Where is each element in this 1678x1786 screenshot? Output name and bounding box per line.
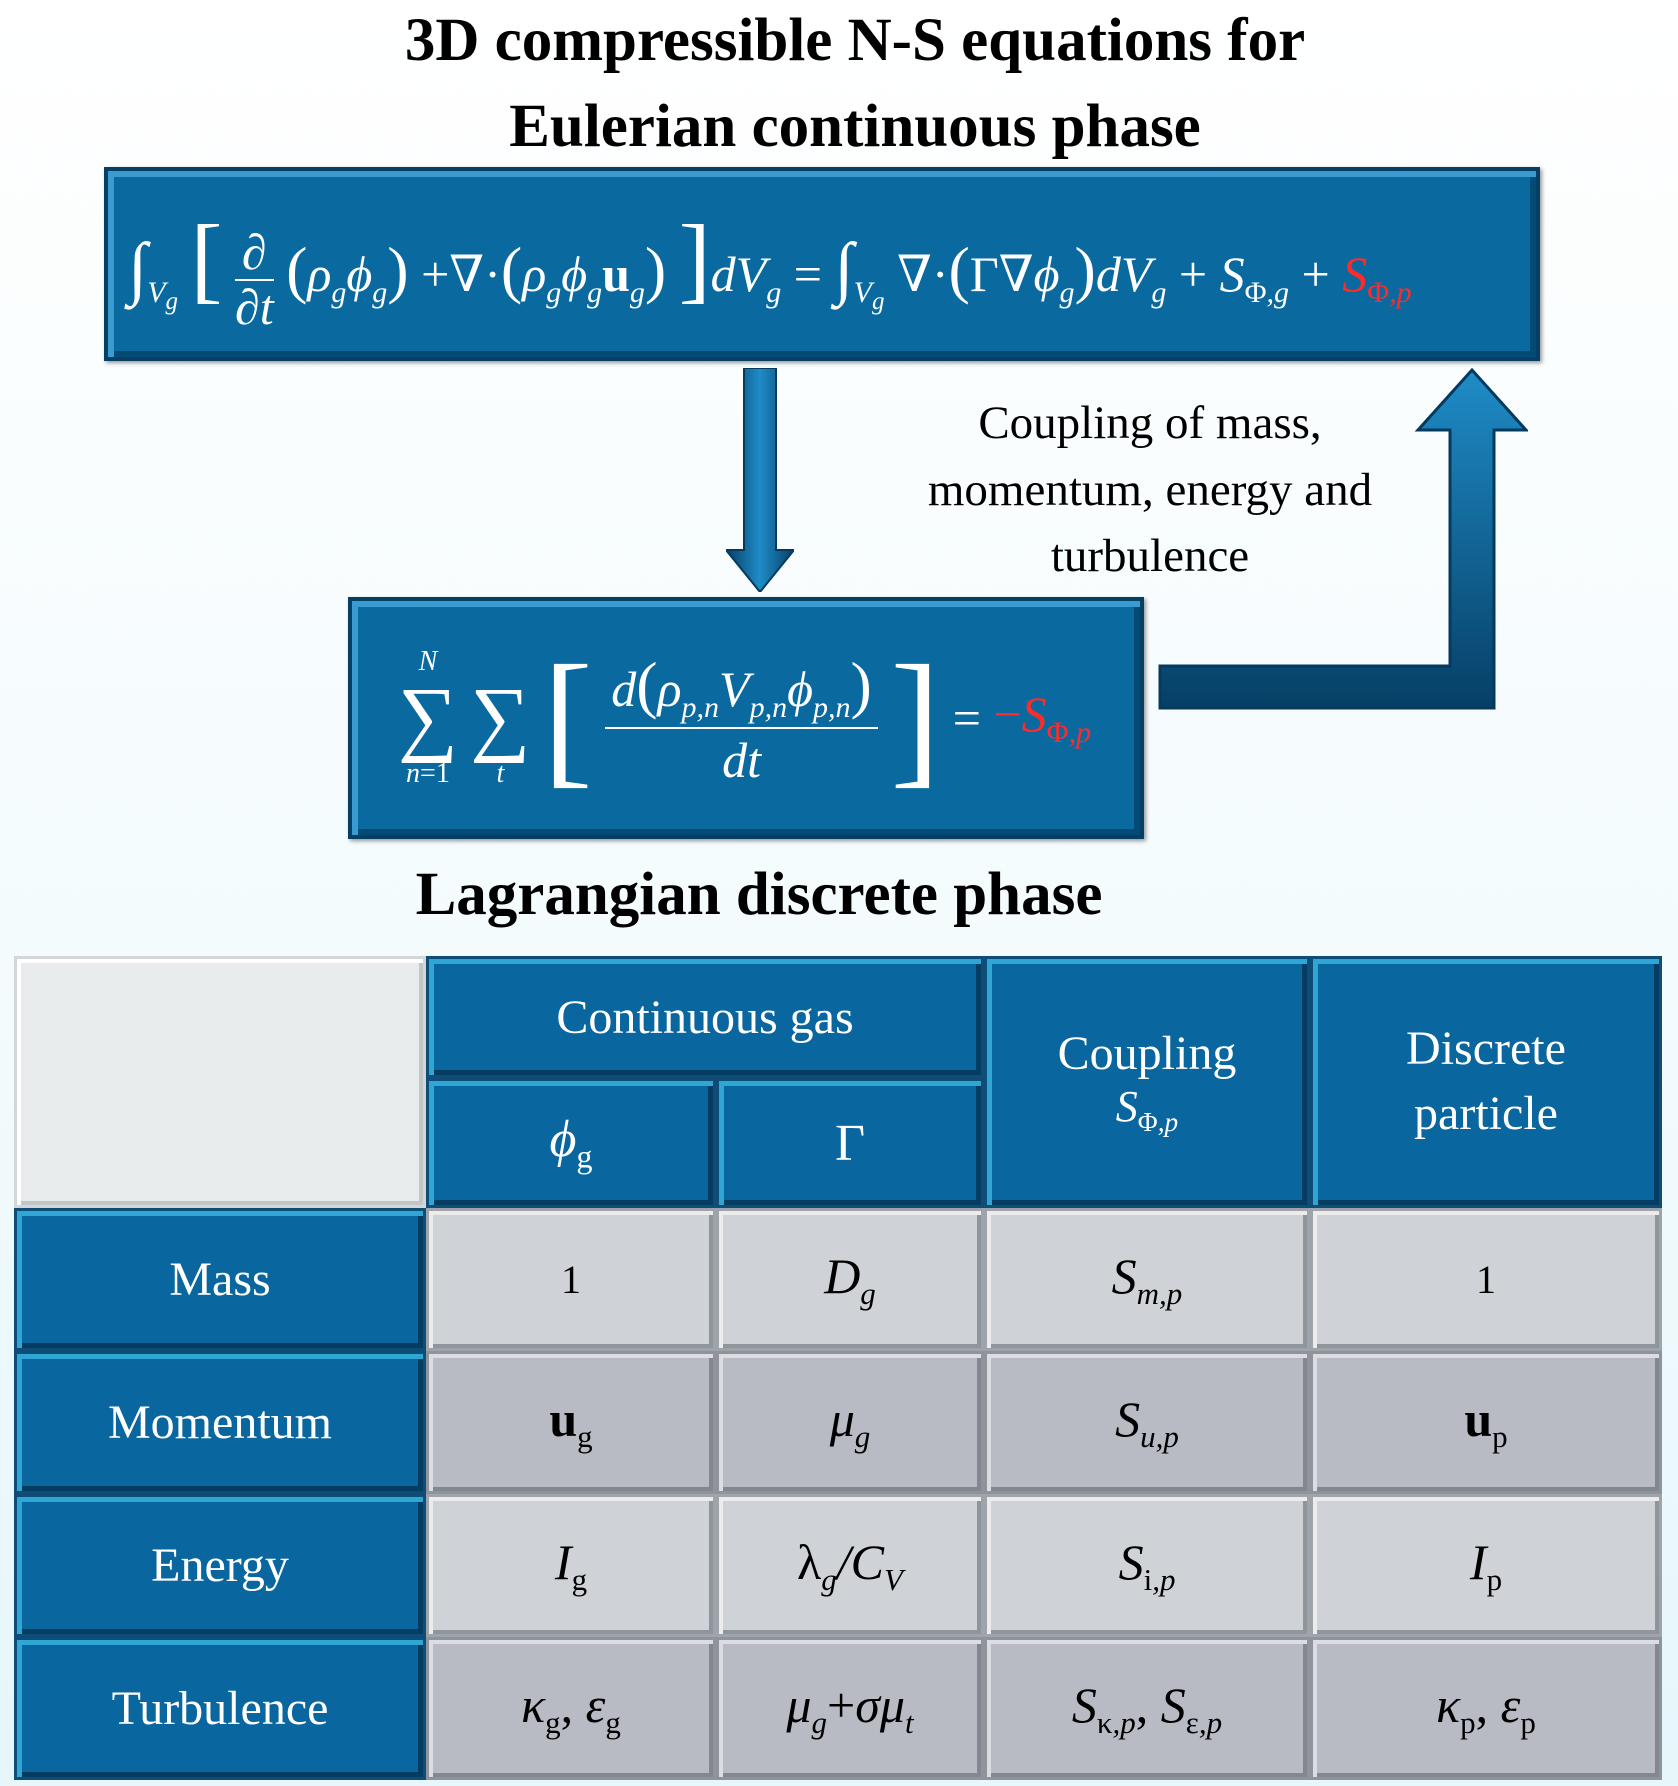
cell-mass-coupling: Sm,p <box>984 1208 1310 1351</box>
main-title-line2: Eulerian continuous phase <box>509 93 1201 160</box>
header-coupling-label: Coupling <box>1057 1027 1237 1081</box>
cell-mass-discrete: 1 <box>1310 1208 1662 1351</box>
eulerian-equation: ∫Vg [ ∂ ∂t (ρgϕg) +∇·(ρgϕgug) ]dVg = ∫Vg… <box>128 205 1412 335</box>
return-arrow-icon <box>1158 368 1528 710</box>
row-label-energy: Energy <box>14 1494 426 1637</box>
header-discrete-particle: Discrete particle <box>1310 956 1662 1208</box>
header-discrete-line2: particle <box>1414 1087 1558 1140</box>
cell-mass-discrete-text: 1 <box>1476 1257 1496 1302</box>
header-coupling-symbol: SΦ,p <box>1115 1082 1179 1137</box>
down-arrow-icon <box>726 368 794 592</box>
header-discrete-line1: Discrete <box>1406 1022 1566 1076</box>
eulerian-equation-box: ∫Vg [ ∂ ∂t (ρgϕg) +∇·(ρgϕgug) ]dVg = ∫Vg… <box>104 167 1540 361</box>
lagrangian-equation: N ∑ n=1 ∑ t [ d(ρp,nVp,nϕp,n) dt ] = −SΦ… <box>398 635 1092 801</box>
cell-mass-gamma: Dg <box>716 1208 984 1351</box>
row-label-momentum: Momentum <box>14 1351 426 1494</box>
header-gamma-label: Γ <box>834 1114 866 1172</box>
header-continuous-gas-label: Continuous gas <box>556 990 854 1044</box>
lagrangian-title: Lagrangian discrete phase <box>415 861 1103 928</box>
lagrangian-equation-box: N ∑ n=1 ∑ t [ d(ρp,nVp,nϕp,n) dt ] = −SΦ… <box>348 597 1144 839</box>
cell-energy-gamma: λg/CV <box>716 1494 984 1637</box>
coupling-caption-line3: turbulence <box>1050 530 1250 583</box>
cell-energy-discrete: Ip <box>1310 1494 1662 1637</box>
coupling-caption-line1: Coupling of mass, <box>978 397 1322 449</box>
row-label-mass-text: Mass <box>169 1253 271 1306</box>
cell-momentum-discrete: up <box>1310 1351 1662 1494</box>
cell-turbulence-discrete: κp, εp <box>1310 1637 1662 1780</box>
cell-turbulence-phi: κg, εg <box>426 1637 716 1780</box>
header-phi-g: ϕg <box>426 1078 716 1208</box>
main-title-line1: 3D compressible N-S equations for <box>404 7 1306 74</box>
cell-momentum-phi: ug <box>426 1351 716 1494</box>
header-gamma: Γ <box>716 1078 984 1208</box>
cell-energy-coupling: Si,p <box>984 1494 1310 1637</box>
header-coupling: Coupling SΦ,p <box>984 956 1310 1208</box>
row-label-turbulence: Turbulence <box>14 1637 426 1780</box>
coupling-caption: Coupling of mass, momentum, energy and t… <box>880 390 1420 590</box>
cell-energy-phi: Ig <box>426 1494 716 1637</box>
cell-turbulence-coupling: Sκ,p, Sε,p <box>984 1637 1310 1780</box>
row-label-energy-text: Energy <box>151 1539 289 1592</box>
table-corner-cell <box>14 956 426 1208</box>
cell-momentum-gamma: μg <box>716 1351 984 1494</box>
cell-turbulence-gamma: μg+σμt <box>716 1637 984 1780</box>
cell-mass-phi-text: 1 <box>561 1257 581 1302</box>
cell-momentum-coupling: Su,p <box>984 1351 1310 1494</box>
cell-mass-phi: 1 <box>426 1208 716 1351</box>
row-label-turbulence-text: Turbulence <box>111 1682 329 1735</box>
coupling-caption-line2: momentum, energy and <box>927 463 1373 516</box>
row-label-mass: Mass <box>14 1208 426 1351</box>
row-label-momentum-text: Momentum <box>108 1396 332 1449</box>
header-continuous-gas: Continuous gas <box>426 956 984 1078</box>
